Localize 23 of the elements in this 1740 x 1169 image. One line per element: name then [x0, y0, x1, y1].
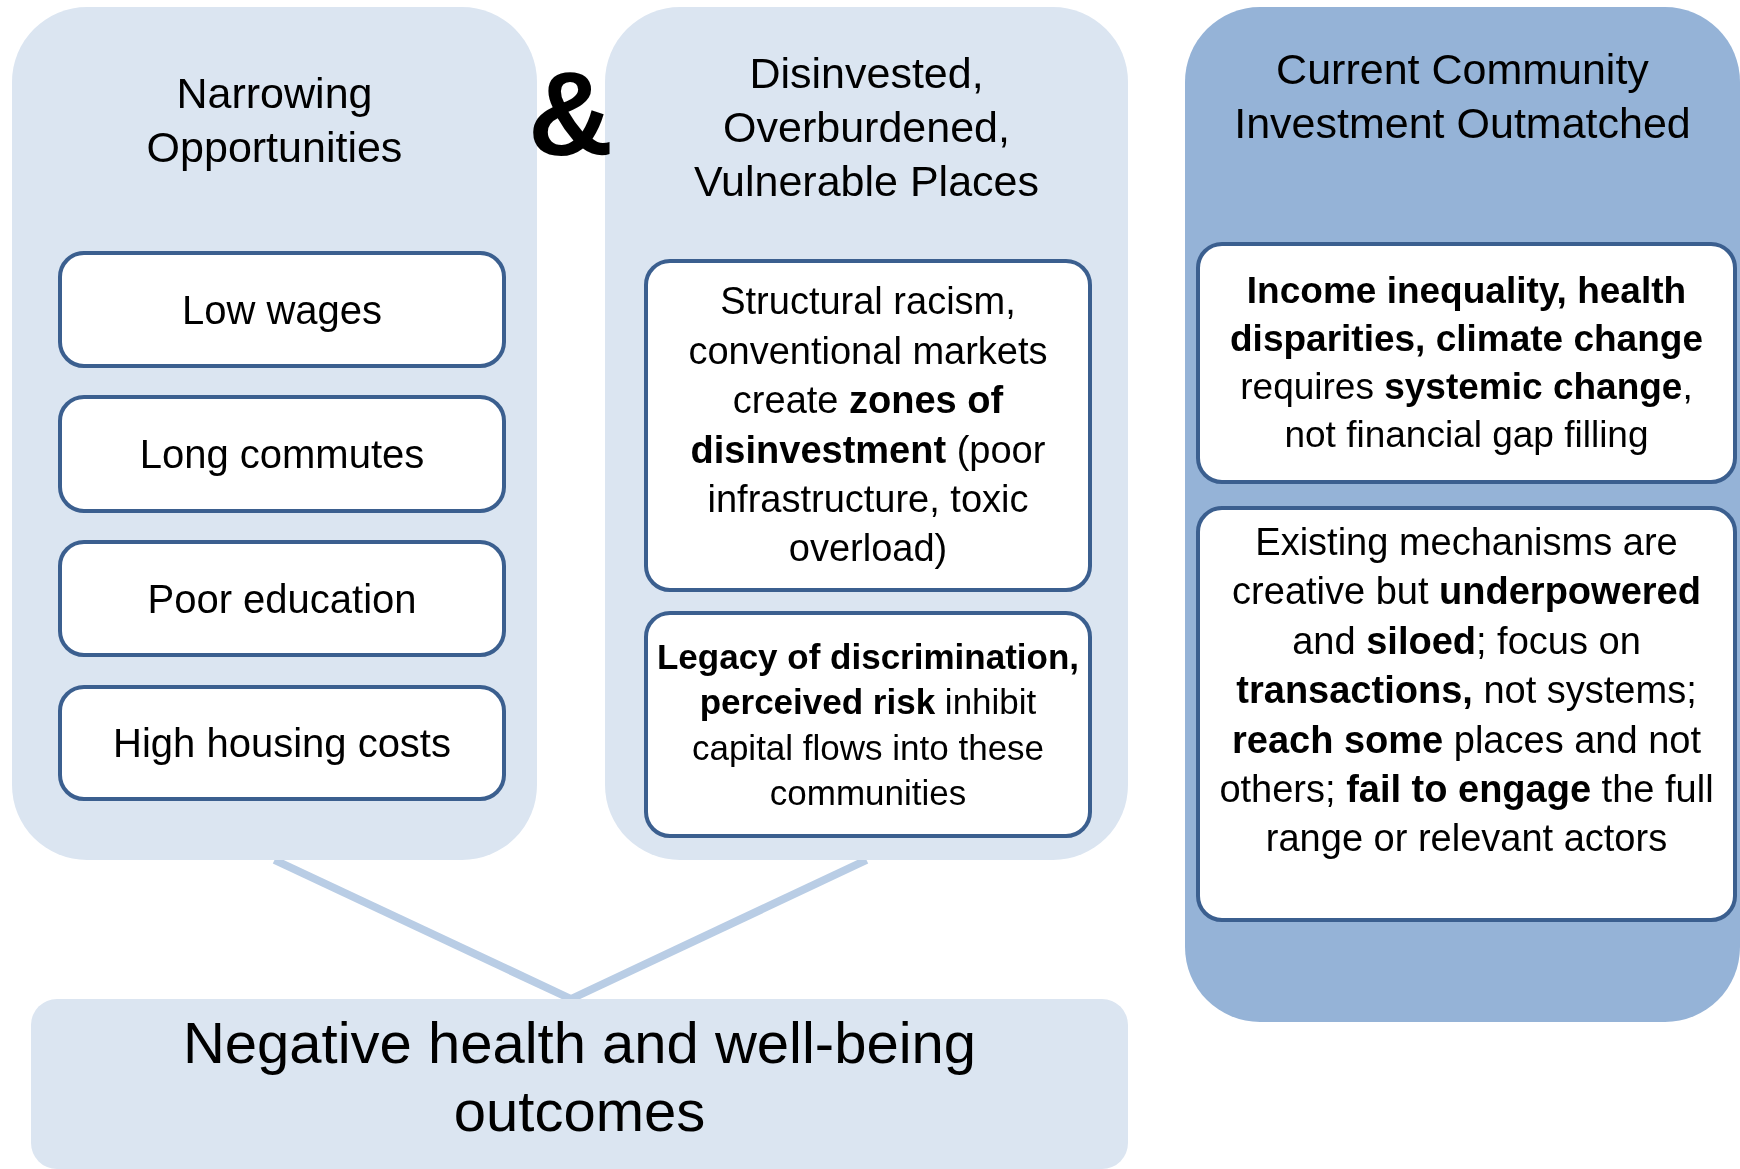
box-text: Existing mechanisms are creative but underpowered and siloed; focus on transactions, not systems; reach some places and not others; fail to engage the full range or relevant actors: [1218, 520, 1715, 862]
text-box: [58, 395, 506, 513]
text-box: [644, 259, 1092, 592]
ampersand: &: [528, 55, 614, 173]
outcome-banner: [31, 999, 1128, 1169]
box-text: Structural racism, conventional markets create zones of disinvestment (poor infrastructure, toxic overload): [687, 279, 1049, 572]
text-box: [58, 685, 506, 801]
text-box: [1196, 506, 1737, 922]
column-panel: [1185, 7, 1740, 1022]
box-text: Income inequality, health disparities, climate change requires systemic change, not financial gap filling: [1229, 268, 1704, 458]
text-box: [644, 611, 1092, 838]
box-text: High housing costs: [113, 720, 451, 767]
box-text: Legacy of discrimination, perceived risk inhibit capital flows into these communities: [656, 635, 1080, 814]
box-text: Low wages: [181, 286, 383, 334]
outcome-text: Negative health and well-being outcomes: [181, 1009, 978, 1146]
box-text: Poor education: [147, 575, 417, 623]
text-box: [58, 251, 506, 368]
column-heading: Current Community Investment Outmatched: [1233, 44, 1692, 149]
column-heading: Narrowing Opportunities: [145, 68, 404, 173]
column-heading: Disinvested, Overburdened, Vulnerable Places: [693, 48, 1040, 207]
text-box: [58, 540, 506, 657]
text-box: [1196, 242, 1737, 484]
box-text: Long commutes: [139, 431, 425, 478]
